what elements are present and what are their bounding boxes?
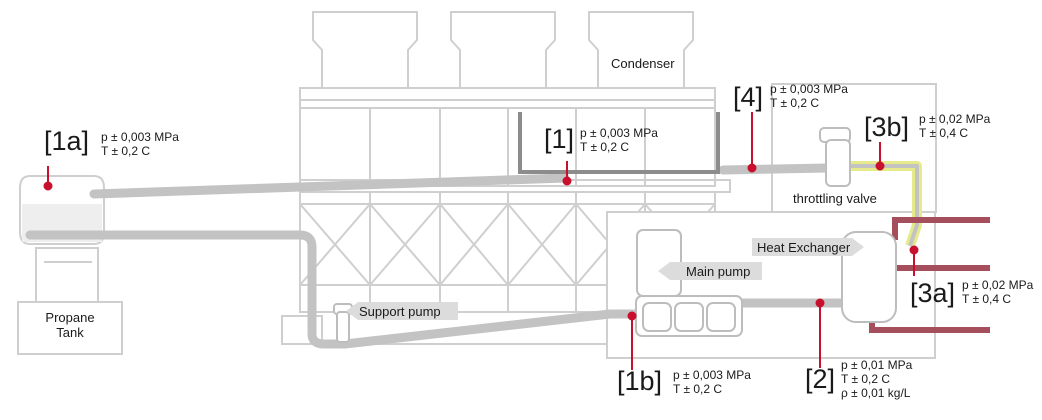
sensor-2-id: [2]: [805, 364, 836, 394]
sensor-marker-2: [815, 298, 825, 308]
sensor-3b-id: [3b]: [864, 112, 910, 142]
pipe-condenser-out: [718, 163, 833, 175]
condenser-coil: [518, 112, 720, 174]
sensor-marker-3b: [875, 161, 885, 171]
sensor-3b-pressure: p ± 0,02 MPa: [919, 112, 991, 126]
sensor-1-temperature: T ± 0,2 C: [580, 140, 630, 154]
sensor-3a-id: [3a]: [910, 278, 956, 308]
sensor-marker-1a: [43, 181, 53, 191]
throttling-valve-body: [819, 127, 851, 187]
sensor-marker-1b: [627, 311, 637, 321]
propane-tank: [17, 175, 123, 355]
propane-tank-label-line1: Propane: [45, 310, 95, 325]
support-pump-tag-shape: [346, 302, 458, 320]
sensor-4-id: [4]: [733, 82, 764, 112]
sensor-4-pressure: p ± 0,003 MPa: [770, 82, 848, 96]
sensor-2-pressure: p ± 0,01 MPa: [841, 358, 913, 372]
condenser-fans: [312, 11, 694, 89]
pipe-tank-to-support-pump: [25, 230, 350, 349]
condenser-label: Condenser: [611, 56, 675, 71]
sensor-2-temperature: T ± 0,2 C: [841, 372, 891, 386]
sensor-2-density: ρ ± 0,01 kg/L: [841, 386, 911, 400]
sensor-1a-pressure: p ± 0,003 MPa: [101, 130, 179, 144]
sensor-1b-temperature: T ± 0,2 C: [673, 382, 723, 396]
main-pump-label: Main pump: [686, 264, 751, 279]
sensor-3a-pressure: p ± 0,02 MPa: [962, 278, 1034, 292]
piping: [25, 163, 850, 349]
heat-exchanger-tag-shape: [752, 238, 864, 256]
label-arrows: [346, 238, 864, 320]
fan-unit-right: [588, 11, 694, 89]
sensor-1-pressure: p ± 0,003 MPa: [580, 126, 658, 140]
fan-unit-left: [312, 11, 418, 89]
throttling-valve-label: throttling valve: [793, 191, 877, 206]
sensor-1-id: [1]: [544, 124, 575, 154]
sensor-marker-1: [562, 176, 572, 186]
sensor-1b-pressure: p ± 0,003 MPa: [673, 368, 751, 382]
sensor-leaders: [43, 112, 919, 370]
sensor-1b-id: [1b]: [617, 366, 663, 396]
propane-tank-label: Propane Tank: [18, 310, 122, 340]
sensor-1a-id: [1a]: [44, 126, 90, 156]
heat-exchanger-label: Heat Exchanger: [757, 240, 851, 255]
propane-tank-label-line2: Tank: [56, 325, 84, 340]
sensor-3b-temperature: T ± 0,4 C: [919, 126, 969, 140]
main-pump-tag-shape: [658, 262, 762, 280]
heat-exchanger-body: [841, 231, 897, 323]
sensor-marker-3a: [909, 245, 919, 255]
support-pump-label: Support pump: [359, 304, 441, 319]
sensor-1a-temperature: T ± 0,2 C: [101, 144, 151, 158]
hot-line: [828, 161, 922, 248]
pipe-tank-to-condenser: [89, 173, 570, 199]
sensor-3a-temperature: T ± 0,4 C: [962, 292, 1012, 306]
sensor-4-temperature: T ± 0,2 C: [770, 96, 820, 110]
fan-unit-middle: [450, 11, 556, 89]
sensor-marker-4: [747, 163, 757, 173]
